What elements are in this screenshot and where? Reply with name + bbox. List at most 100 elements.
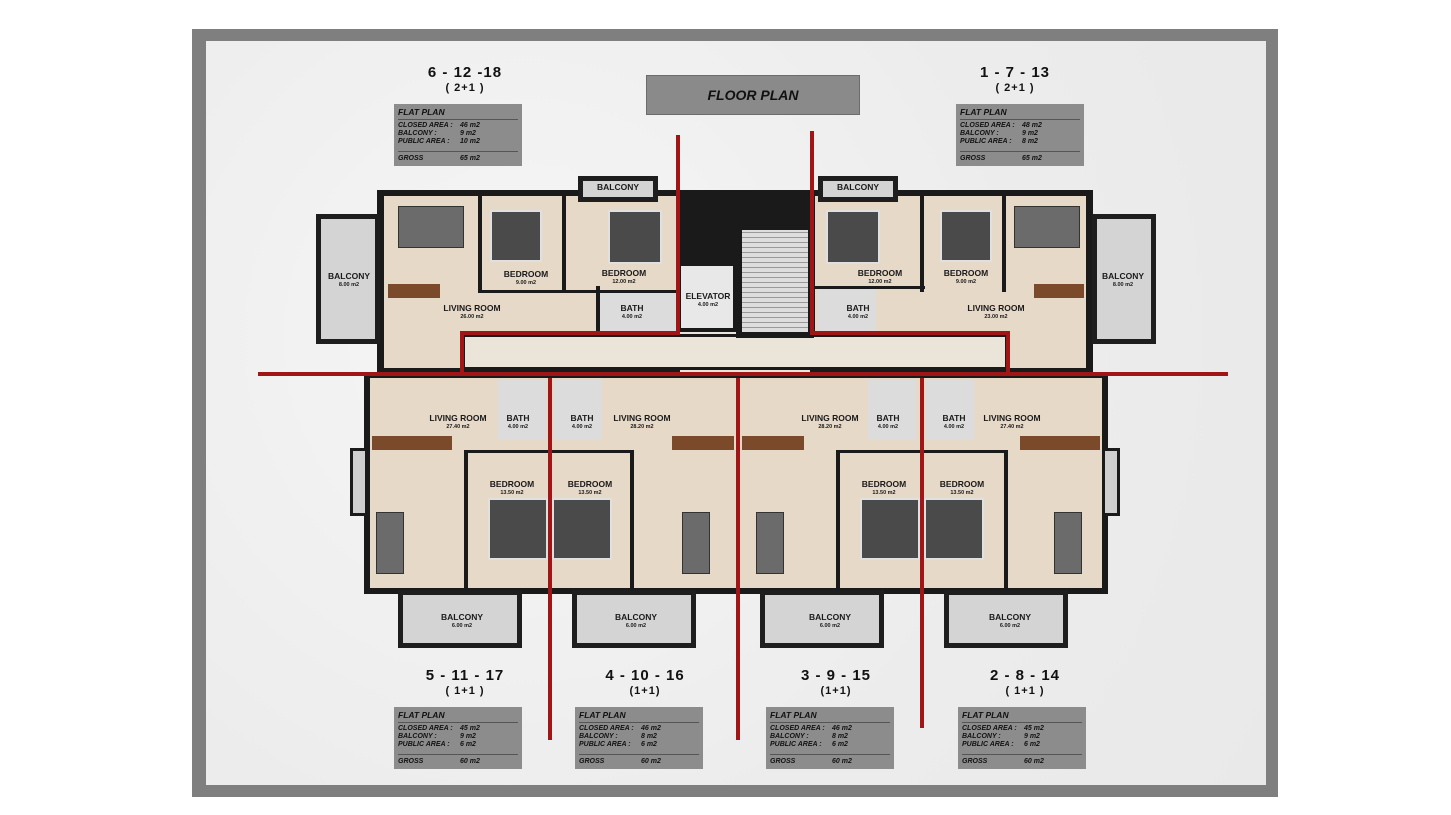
room-name: LIVING ROOM bbox=[613, 413, 671, 423]
info-key: PUBLIC AREA : bbox=[962, 741, 1014, 748]
bed-icon bbox=[860, 498, 920, 560]
unit-divider-line bbox=[810, 131, 814, 331]
info-value: 60 m2 bbox=[460, 758, 480, 765]
wall bbox=[464, 452, 468, 588]
wall bbox=[1004, 452, 1008, 588]
bed-icon bbox=[488, 498, 548, 560]
info-row: PUBLIC AREA :6 m2 bbox=[398, 741, 518, 749]
room-name: LIVING ROOM bbox=[429, 413, 487, 423]
info-value: 6 m2 bbox=[1024, 741, 1040, 748]
info-row: PUBLIC AREA :6 m2 bbox=[770, 741, 890, 749]
room-name: BALCONY bbox=[440, 612, 484, 622]
flat-plan-info-top-right: FLAT PLAN CLOSED AREA :48 m2 BALCONY :9 … bbox=[956, 104, 1084, 166]
room-label: BALCONY bbox=[588, 182, 648, 192]
info-row: CLOSED AREA :45 m2 bbox=[398, 725, 518, 733]
unit-type: ( 1+1 ) bbox=[1005, 685, 1045, 697]
info-value: 46 m2 bbox=[641, 725, 661, 732]
info-key: BALCONY : bbox=[398, 130, 437, 137]
info-header: FLAT PLAN bbox=[579, 710, 699, 723]
info-key: GROSS bbox=[960, 155, 986, 162]
unit-type: ( 2+1 ) bbox=[995, 82, 1035, 94]
info-value: 46 m2 bbox=[832, 725, 852, 732]
info-key: BALCONY : bbox=[579, 733, 618, 740]
balcony bbox=[316, 214, 380, 344]
room-area: 4.00 m2 bbox=[847, 314, 869, 320]
room-name: ELEVATOR bbox=[685, 291, 731, 301]
room-name: BATH bbox=[506, 413, 530, 423]
room-name: BALCONY bbox=[836, 182, 880, 192]
room-name: BEDROOM bbox=[489, 479, 535, 489]
wall bbox=[1002, 196, 1006, 292]
info-key: PUBLIC AREA : bbox=[398, 741, 450, 748]
info-value: 60 m2 bbox=[641, 758, 661, 765]
room-area: 26.00 m2 bbox=[460, 314, 484, 320]
info-row: BALCONY :8 m2 bbox=[579, 733, 699, 741]
info-row: BALCONY :9 m2 bbox=[398, 733, 518, 741]
info-row: BALCONY : 9 m2 bbox=[398, 130, 518, 138]
unit-divider-line bbox=[548, 378, 552, 740]
room-name: LIVING ROOM bbox=[983, 413, 1041, 423]
room-area: 4.00 m2 bbox=[507, 424, 529, 430]
room-area: 6.00 m2 bbox=[819, 623, 841, 629]
info-row: PUBLIC AREA :10 m2 bbox=[398, 138, 518, 146]
info-header: FLAT PLAN bbox=[398, 710, 518, 723]
bed-icon bbox=[552, 498, 612, 560]
info-key: PUBLIC AREA : bbox=[960, 138, 1012, 145]
room-name: BALCONY bbox=[327, 271, 371, 281]
bed-icon bbox=[490, 210, 542, 262]
staircase-icon bbox=[742, 230, 808, 332]
unit-numbers: 6 - 12 -18 bbox=[427, 64, 503, 81]
balcony bbox=[578, 176, 658, 202]
unit-numbers: 2 - 8 - 14 bbox=[989, 667, 1061, 684]
info-key: CLOSED AREA : bbox=[962, 725, 1017, 732]
room-name: BATH bbox=[846, 303, 870, 313]
room-area: 13.50 m2 bbox=[578, 490, 602, 496]
info-row: PUBLIC AREA :6 m2 bbox=[579, 741, 699, 749]
sofa-icon bbox=[682, 512, 710, 574]
bed-icon bbox=[924, 498, 984, 560]
info-row: CLOSED AREA :46 m2 bbox=[398, 122, 518, 130]
info-value: 48 m2 bbox=[1022, 122, 1042, 129]
unit-divider-line bbox=[1006, 331, 1010, 375]
info-value: 60 m2 bbox=[1024, 758, 1044, 765]
dining-table-icon bbox=[388, 284, 440, 298]
info-key: CLOSED AREA : bbox=[398, 122, 453, 129]
room-name: BATH bbox=[620, 303, 644, 313]
sofa-icon bbox=[376, 512, 404, 574]
info-header: FLAT PLAN bbox=[770, 710, 890, 723]
bath-floor bbox=[868, 380, 916, 440]
room-name: LIVING ROOM bbox=[801, 413, 859, 423]
flat-plan-info-b1: FLAT PLAN CLOSED AREA :45 m2 BALCONY :9 … bbox=[394, 707, 522, 769]
room-area: 4.00 m2 bbox=[697, 302, 719, 308]
room-area: 4.00 m2 bbox=[877, 424, 899, 430]
sofa-icon bbox=[756, 512, 784, 574]
bed-icon bbox=[608, 210, 662, 264]
room-name: BALCONY bbox=[596, 182, 640, 192]
room-name: BALCONY bbox=[614, 612, 658, 622]
bath-floor bbox=[554, 380, 602, 440]
corridor bbox=[462, 334, 1008, 370]
info-value: 9 m2 bbox=[460, 130, 476, 137]
info-row: CLOSED AREA :48 m2 bbox=[960, 122, 1080, 130]
info-value: 65 m2 bbox=[460, 155, 480, 162]
info-key: GROSS bbox=[579, 758, 605, 765]
info-header: FLAT PLAN bbox=[960, 107, 1080, 120]
info-key: PUBLIC AREA : bbox=[579, 741, 631, 748]
dining-table-icon bbox=[372, 436, 452, 450]
wall bbox=[920, 196, 924, 292]
room-name: BATH bbox=[942, 413, 966, 423]
unit-numbers: 1 - 7 - 13 bbox=[979, 64, 1051, 81]
room-name: BEDROOM bbox=[857, 268, 903, 278]
info-header: FLAT PLAN bbox=[398, 107, 518, 120]
info-key: PUBLIC AREA : bbox=[398, 138, 450, 145]
